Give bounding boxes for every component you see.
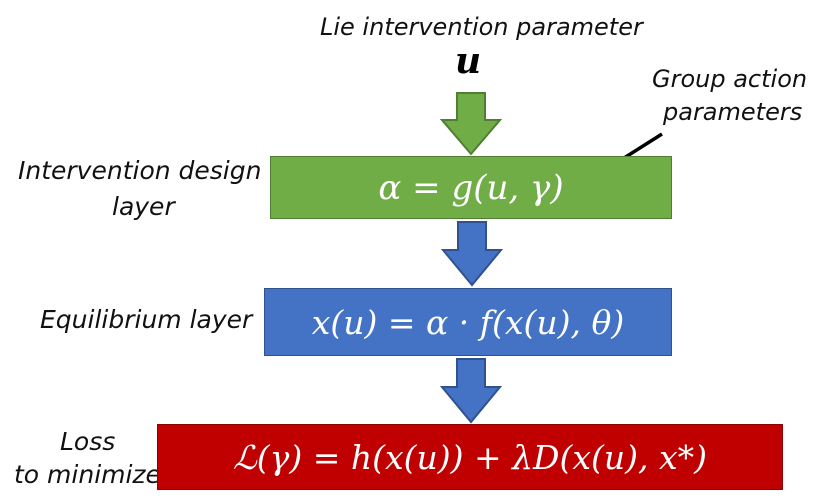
loss-box: ℒ(γ) = h(x(u)) + λD(x(u), x*): [157, 424, 783, 490]
equilibrium-box: x(u) = α · f(x(u), θ): [264, 288, 672, 356]
loss-formula: ℒ(γ) = h(x(u)) + λD(x(u), x*): [233, 437, 707, 477]
loss-label-line2: to minimize: [14, 460, 161, 489]
arrow-down-icon: [440, 92, 502, 156]
arrow-down-icon: [440, 358, 502, 424]
arrow-down-icon: [441, 221, 503, 287]
intervention-parameter-title: Lie intervention parameter: [320, 13, 643, 41]
loss-label-line1: Loss: [60, 427, 116, 456]
parameters-label: parameters: [663, 98, 803, 126]
equilibrium-formula: x(u) = α · f(x(u), θ): [311, 302, 625, 342]
equilibrium-layer-label: Equilibrium layer: [40, 305, 253, 334]
group-action-label: Group action: [652, 65, 808, 93]
intervention-parameter-symbol: u: [455, 40, 482, 82]
design-layer-label-line1: Intervention design: [18, 156, 262, 185]
intervention-design-box: α = g(u, γ): [270, 156, 672, 219]
design-layer-label-line2: layer: [112, 192, 175, 221]
design-formula: α = g(u, γ): [378, 167, 564, 208]
